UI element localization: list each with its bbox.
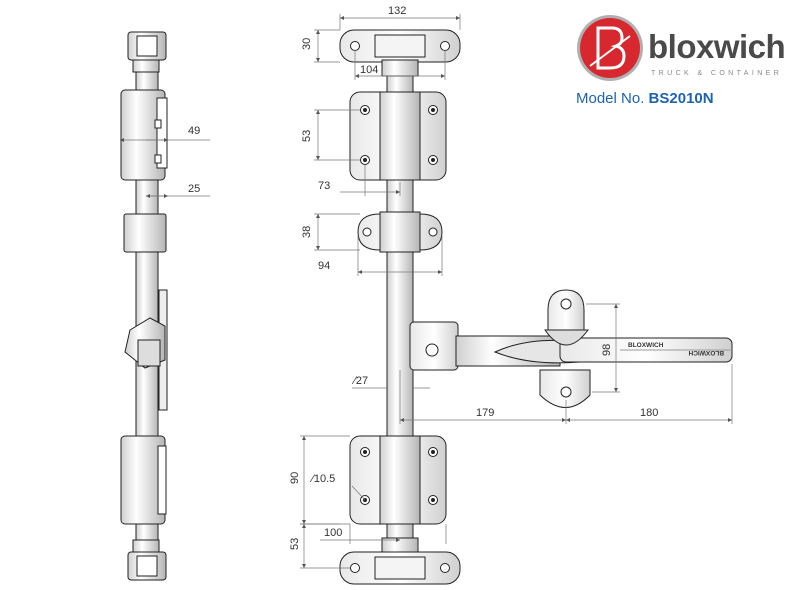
dim-bracket-height: 53: [301, 130, 313, 142]
handle-brand-text-inverted: BLOXWICH: [688, 349, 724, 356]
lower-bracket: [349, 435, 447, 525]
dim-side-guide-width: 49: [188, 125, 200, 137]
dim-bottom-height: 53: [289, 538, 301, 550]
bloxwich-logo-icon: [577, 15, 643, 81]
front-view: BLOXWICH BLOXWICH: [339, 29, 733, 585]
upper-bracket: [349, 91, 447, 181]
top-keeper: [339, 29, 461, 77]
model-number-line: Model No. BS2010N: [576, 90, 714, 107]
brand-block: bloxwich TRUCK & CONTAINER: [576, 14, 792, 114]
bottom-keeper: [339, 537, 461, 585]
dim-bottom-bracket-width: 100: [324, 527, 342, 539]
dim-top-width: 132: [388, 5, 406, 17]
front-view-dimensions: [300, 14, 733, 569]
dim-hub-to-tube: 179: [476, 407, 494, 419]
dim-guide-height: 38: [301, 226, 313, 238]
brand-tagline: TRUCK & CONTAINER: [651, 70, 783, 77]
dim-side-offset: 25: [188, 183, 200, 195]
dim-handle-length: 180: [640, 407, 658, 419]
dim-hole-diameter: ∕10.5: [309, 473, 335, 485]
rod-guide: [357, 211, 443, 253]
brand-name: bloxwich: [648, 28, 786, 65]
model-label: Model No.: [576, 90, 645, 107]
dim-guide-width: 94: [318, 260, 330, 272]
handle-keeper[interactable]: [539, 289, 591, 408]
dim-keeper-height: 98: [601, 344, 613, 356]
dim-top-height: 30: [301, 38, 313, 50]
handle[interactable]: [455, 335, 733, 367]
dim-top-hole-spacing: 104: [360, 64, 378, 76]
side-view-dimensions: [120, 137, 210, 199]
dim-bottom-bracket-height: 90: [289, 472, 301, 484]
model-number: BS2010N: [648, 90, 714, 107]
handle-brand-text: BLOXWICH: [628, 342, 664, 349]
side-view: [120, 31, 168, 581]
dim-tube-diameter: ∕27: [351, 375, 368, 387]
dim-bracket-offset: 73: [318, 180, 330, 192]
